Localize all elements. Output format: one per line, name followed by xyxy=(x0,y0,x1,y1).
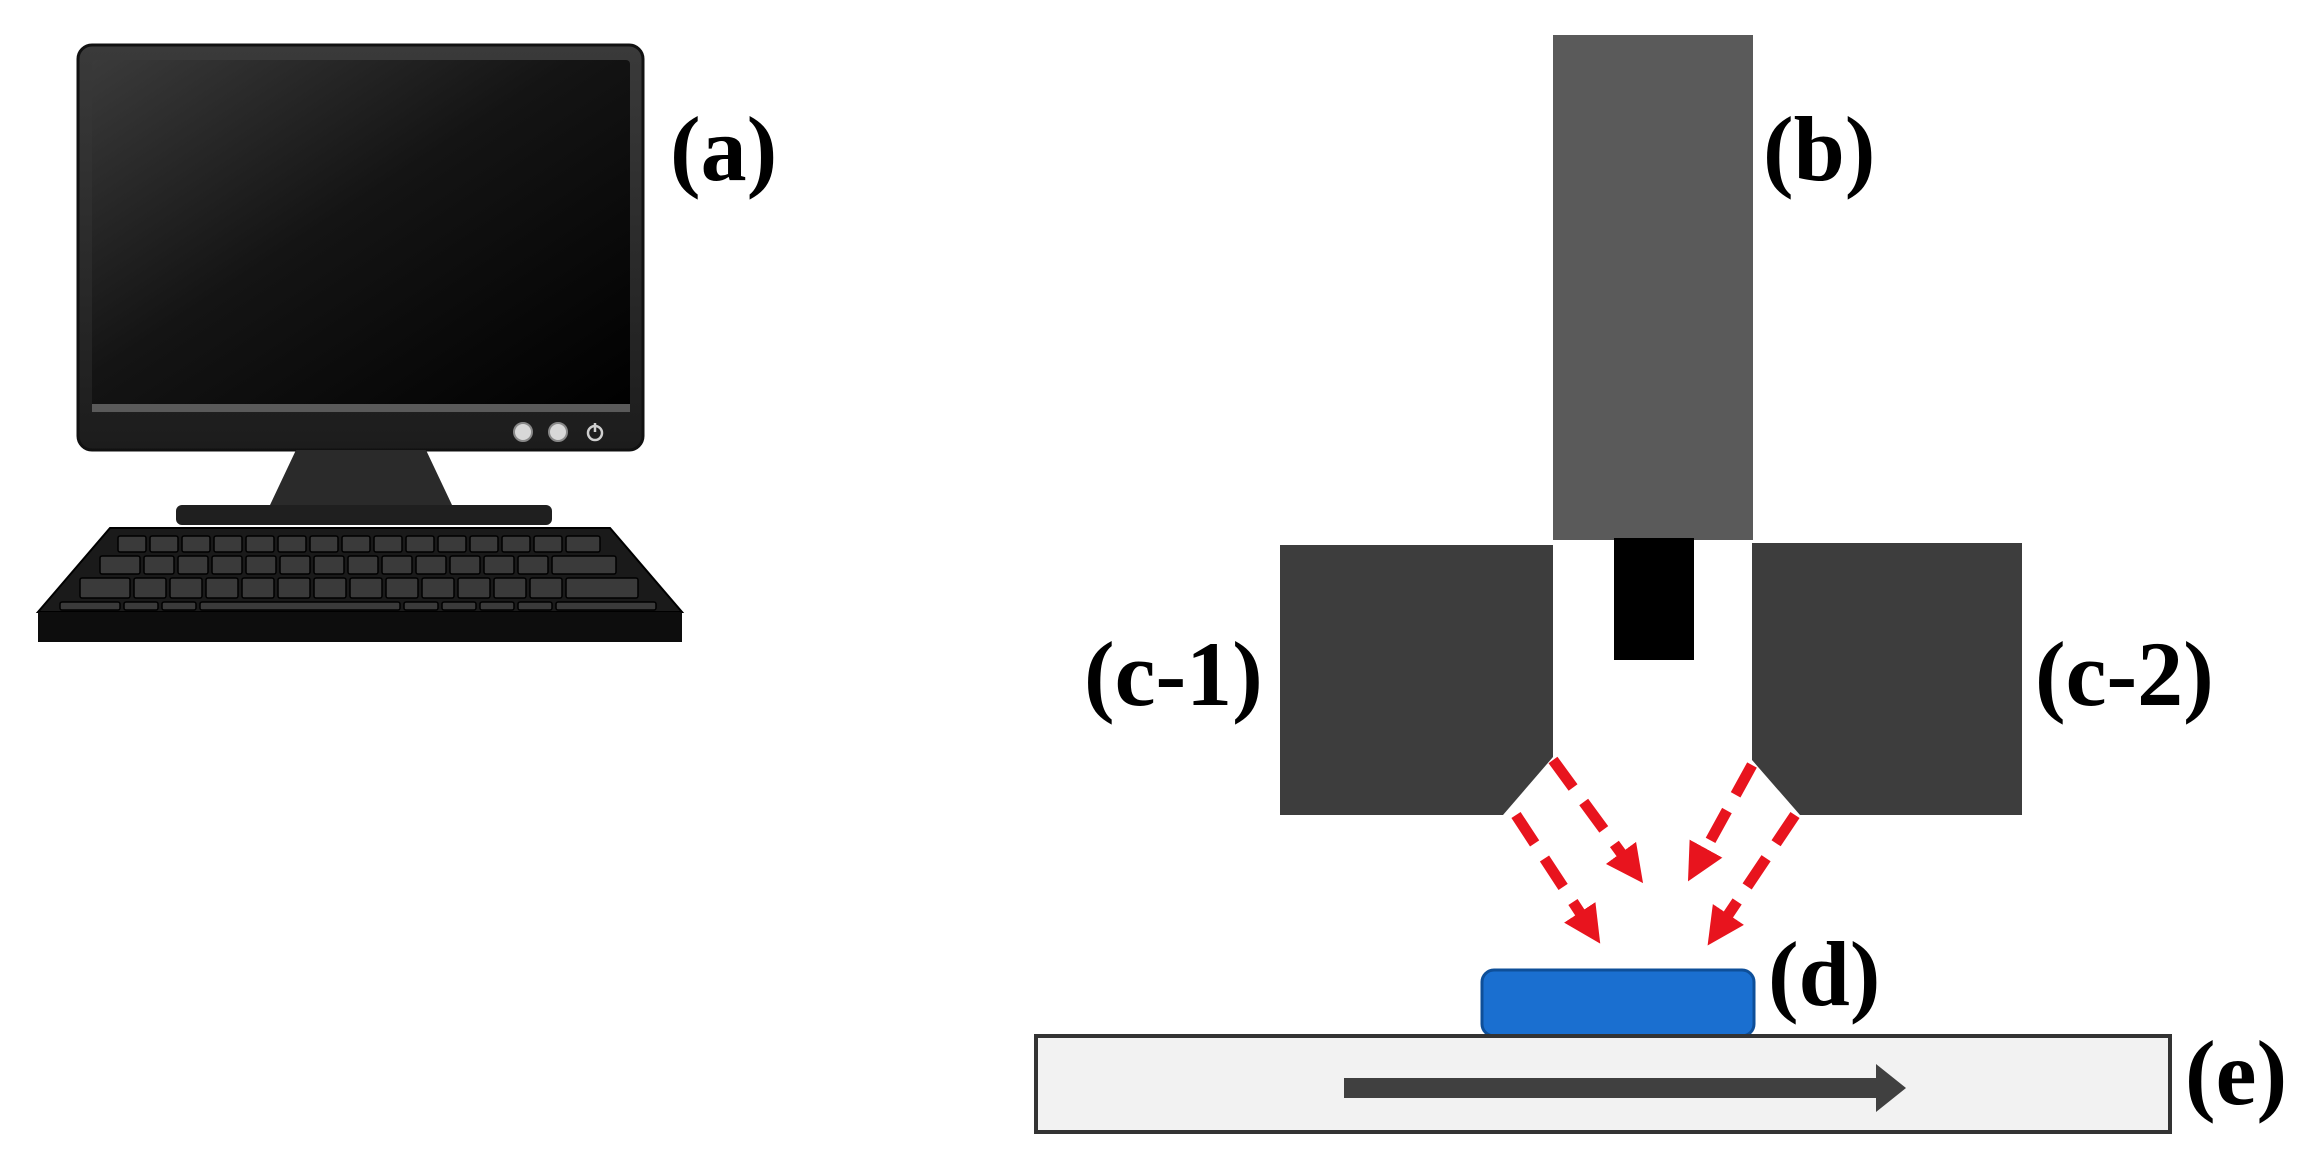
light-rays xyxy=(1511,756,1800,946)
label-d: (d) xyxy=(1768,923,1880,1025)
light-unit-right xyxy=(1752,543,2022,815)
camera-lens xyxy=(1614,538,1694,660)
light-ray-arrow xyxy=(1687,762,1757,882)
power-icon xyxy=(586,423,604,442)
light-ray-arrow xyxy=(1548,756,1644,884)
label-a: (a) xyxy=(670,98,777,200)
label-b: (b) xyxy=(1763,98,1875,200)
right-arrow-icon xyxy=(1344,1064,1906,1112)
light-ray-arrow xyxy=(1511,811,1601,944)
monitor-stand xyxy=(270,450,452,505)
computer-icon xyxy=(35,43,685,642)
monitor-button-icon xyxy=(513,422,533,442)
camera-body xyxy=(1553,35,1753,540)
label-c2: (c-2) xyxy=(2035,623,2214,725)
monitor-button-icon xyxy=(548,422,568,442)
keyboard-icon xyxy=(35,527,685,642)
light-unit-left xyxy=(1280,545,1553,815)
label-c1: (c-1) xyxy=(1084,623,1263,725)
monitor-screen xyxy=(92,60,630,412)
light-ray-arrow xyxy=(1707,811,1800,946)
sample xyxy=(1480,968,1756,1038)
label-e: (e) xyxy=(2185,1022,2287,1124)
